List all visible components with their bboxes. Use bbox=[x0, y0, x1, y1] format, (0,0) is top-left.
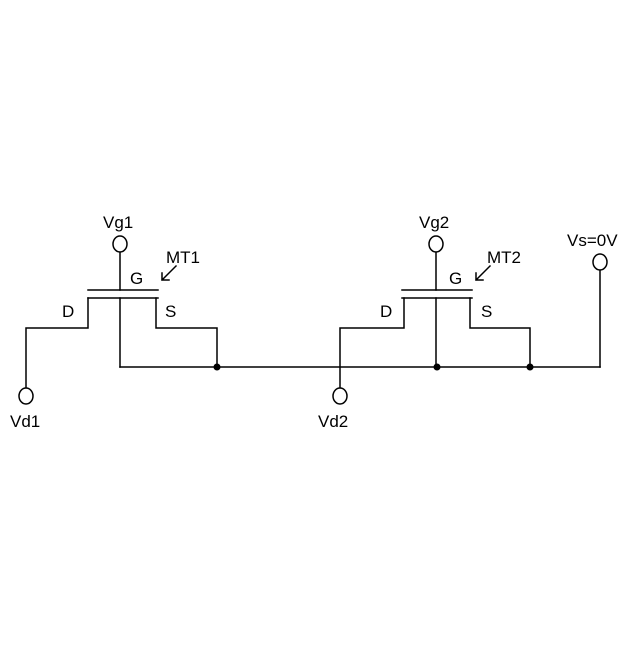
vg2-terminal bbox=[429, 236, 443, 252]
mt1-pointer-arrow bbox=[162, 266, 176, 280]
mt2-source-wire bbox=[470, 298, 530, 367]
mt2-drain-wire bbox=[340, 298, 404, 388]
mt1-gate-label: G bbox=[130, 269, 143, 288]
mt2-pointer-arrow bbox=[476, 266, 490, 280]
junction-dot bbox=[214, 364, 221, 371]
mt1-source-label: S bbox=[165, 302, 176, 321]
mt2-gate-label: G bbox=[449, 269, 462, 288]
vd1-label: Vd1 bbox=[10, 412, 40, 431]
vs-label: Vs=0V bbox=[567, 231, 618, 250]
mt1-name-label: MT1 bbox=[166, 248, 200, 267]
mt2-name-label: MT2 bbox=[487, 248, 521, 267]
mt1-drain-label: D bbox=[62, 302, 74, 321]
vd2-label: Vd2 bbox=[318, 412, 348, 431]
vg1-label: Vg1 bbox=[103, 213, 133, 232]
vd2-terminal bbox=[333, 388, 347, 404]
junction-dot bbox=[527, 364, 534, 371]
vs-terminal bbox=[593, 254, 607, 270]
vd1-terminal bbox=[19, 388, 33, 404]
mt1-drain-wire bbox=[26, 298, 88, 388]
mt2-drain-label: D bbox=[380, 302, 392, 321]
vg1-terminal bbox=[113, 236, 127, 252]
mt2-source-label: S bbox=[481, 302, 492, 321]
junction-dot bbox=[434, 364, 441, 371]
vg2-label: Vg2 bbox=[419, 213, 449, 232]
